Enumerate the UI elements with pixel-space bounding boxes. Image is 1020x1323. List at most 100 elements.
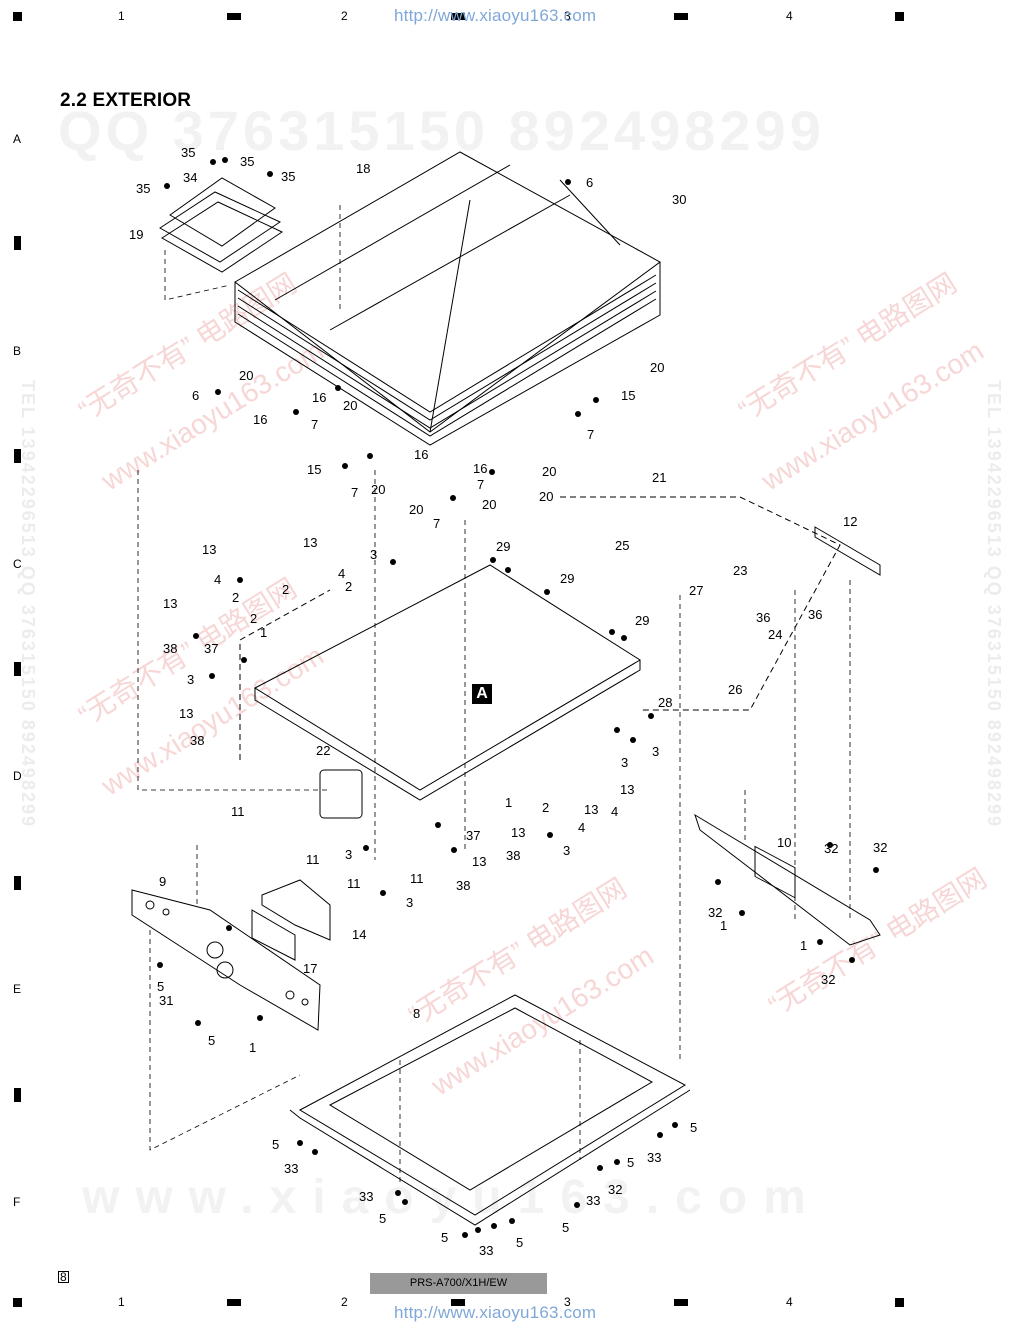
registration-mark	[13, 1298, 22, 1307]
callout-14: 14	[352, 927, 367, 942]
column-number: 2	[341, 9, 348, 23]
watermark-www: www.xiaoyu163.com	[82, 1171, 822, 1224]
callout-20: 20	[650, 360, 665, 375]
column-number: 4	[786, 1295, 793, 1309]
callout-13: 13	[620, 782, 635, 797]
model-label: PRS-A700/X1H/EW	[370, 1273, 547, 1294]
row-letter: A	[13, 132, 22, 146]
pcb-assembly	[239, 496, 841, 801]
callout-4: 4	[214, 572, 222, 587]
footer-url[interactable]: http://www.xiaoyu163.com	[394, 1303, 597, 1322]
callout-32: 32	[608, 1182, 623, 1197]
callout-32: 32	[708, 905, 723, 920]
callout-6: 6	[586, 175, 594, 190]
callout-33: 33	[479, 1243, 494, 1258]
callout-7: 7	[311, 417, 319, 432]
callout-18: 18	[356, 161, 371, 176]
callout-13: 13	[584, 802, 599, 817]
callout-3: 3	[563, 843, 571, 858]
row-mark	[14, 236, 21, 250]
callout-5: 5	[690, 1120, 698, 1135]
callout-3: 3	[187, 672, 195, 687]
callout-35: 35	[240, 154, 255, 169]
column-number: 3	[564, 9, 571, 23]
column-number: 3	[564, 1295, 571, 1309]
callout-5: 5	[516, 1235, 524, 1250]
callout-33: 33	[647, 1150, 662, 1165]
callout-30: 30	[672, 192, 687, 207]
callout-5: 5	[562, 1220, 570, 1235]
callout-21: 21	[652, 470, 667, 485]
callout-38: 38	[163, 641, 178, 656]
registration-mark	[674, 13, 688, 20]
callout-9: 9	[159, 874, 167, 889]
callout-3: 3	[370, 547, 378, 562]
callout-20: 20	[343, 398, 358, 413]
callout-3: 3	[406, 895, 414, 910]
callout-31: 31	[159, 993, 174, 1008]
callout-22: 22	[316, 743, 331, 758]
callout-37: 37	[204, 641, 219, 656]
callout-5: 5	[157, 979, 165, 994]
callout-38: 38	[456, 878, 471, 893]
callout-5: 5	[627, 1155, 635, 1170]
column-number: 1	[118, 1295, 125, 1309]
registration-mark	[227, 13, 241, 20]
callout-28: 28	[658, 695, 673, 710]
row-mark	[14, 876, 21, 890]
row-mark	[14, 449, 21, 463]
callout-38: 38	[506, 848, 521, 863]
callout-1: 1	[260, 625, 268, 640]
callout-1: 1	[720, 918, 728, 933]
header-url[interactable]: http://www.xiaoyu163.com	[394, 6, 597, 25]
section-title: 2.2 EXTERIOR	[60, 90, 192, 111]
callout-16: 16	[253, 412, 268, 427]
callout-13: 13	[303, 535, 318, 550]
callout-2: 2	[282, 582, 290, 597]
callout-26: 26	[728, 682, 743, 697]
callout-4: 4	[578, 820, 586, 835]
callout-7: 7	[477, 477, 485, 492]
callout-27: 27	[689, 583, 704, 598]
callout-7: 7	[433, 516, 441, 531]
callout-23: 23	[733, 563, 748, 578]
row-letter: D	[13, 769, 22, 783]
registration-mark	[895, 12, 904, 21]
registration-mark	[674, 1299, 688, 1306]
callout-1: 1	[505, 795, 513, 810]
callout-36: 36	[808, 607, 823, 622]
callout-5: 5	[208, 1033, 216, 1048]
callout-10: 10	[777, 835, 792, 850]
callout-7: 7	[351, 485, 359, 500]
strip-part	[814, 526, 881, 576]
callout-20: 20	[542, 464, 557, 479]
callout-13: 13	[511, 825, 526, 840]
callout-1: 1	[249, 1040, 257, 1055]
callout-20: 20	[371, 482, 386, 497]
registration-mark	[451, 1299, 465, 1306]
callout-13: 13	[472, 854, 487, 869]
watermark-qq: QQ 376315150 892498299	[58, 99, 825, 162]
callout-29: 29	[496, 539, 511, 554]
callout-29: 29	[635, 613, 650, 628]
callout-12: 12	[843, 514, 858, 529]
callout-16: 16	[414, 447, 429, 462]
row-letter: B	[13, 344, 22, 358]
page-number: 8	[58, 1270, 69, 1284]
callout-32: 32	[873, 840, 888, 855]
column-number: 1	[118, 9, 125, 23]
diagram-marker: A	[472, 684, 492, 704]
callout-13: 13	[202, 542, 217, 557]
callout-4: 4	[611, 804, 619, 819]
shield-bracket	[251, 879, 331, 961]
callout-7: 7	[587, 427, 595, 442]
callout-20: 20	[409, 502, 424, 517]
callout-35: 35	[181, 145, 196, 160]
callout-34: 34	[183, 170, 198, 185]
callout-33: 33	[359, 1189, 374, 1204]
registration-mark	[895, 1298, 904, 1307]
callout-32: 32	[824, 841, 839, 856]
callout-20: 20	[239, 368, 254, 383]
cover-lid	[159, 177, 284, 273]
